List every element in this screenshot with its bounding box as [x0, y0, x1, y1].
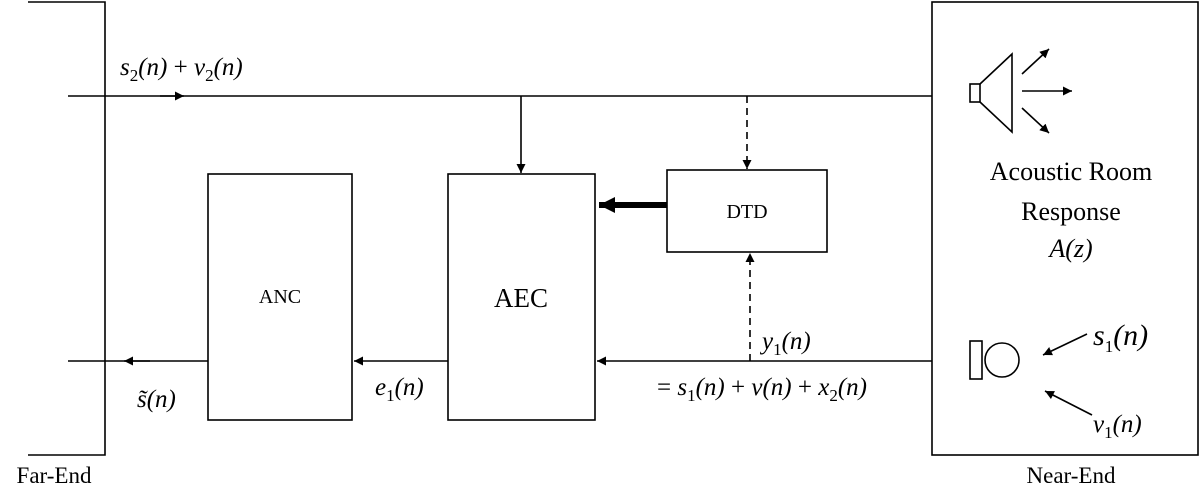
near-end-label: Near-End	[1027, 463, 1116, 488]
dtd-label: DTD	[726, 201, 767, 223]
anc-block	[207, 173, 353, 421]
e1-signal-label: e1(n)	[375, 374, 424, 405]
far-end-boundary	[28, 1, 106, 456]
v1-source-label: v1(n)	[1093, 411, 1142, 442]
output-signal-label: s̃(n)	[137, 386, 176, 413]
room-transfer-function: A(z)	[1047, 234, 1092, 263]
anc-label: ANC	[259, 286, 301, 308]
s1-input-arrow	[1042, 333, 1088, 356]
v1-input-arrow	[1044, 390, 1093, 416]
far-end-signal-label: s2(n) + v2(n)	[120, 54, 243, 85]
room-label-line1: Acoustic Room	[990, 157, 1153, 186]
dtd-block	[666, 169, 828, 253]
microphone-icon	[969, 340, 1020, 380]
loudspeaker-icon	[969, 48, 1072, 134]
room-label-line2: Response	[1021, 197, 1121, 226]
aec-label: AEC	[494, 283, 548, 313]
s1-source-label: s1(n)	[1093, 319, 1148, 356]
aec-block	[447, 173, 596, 421]
y1-expansion-label: = s1(n) + v(n) + x2(n)	[657, 374, 867, 405]
y1-signal-label: y1(n)	[759, 328, 811, 359]
far-end-label: Far-End	[17, 463, 92, 488]
near-end-box	[931, 1, 1199, 456]
